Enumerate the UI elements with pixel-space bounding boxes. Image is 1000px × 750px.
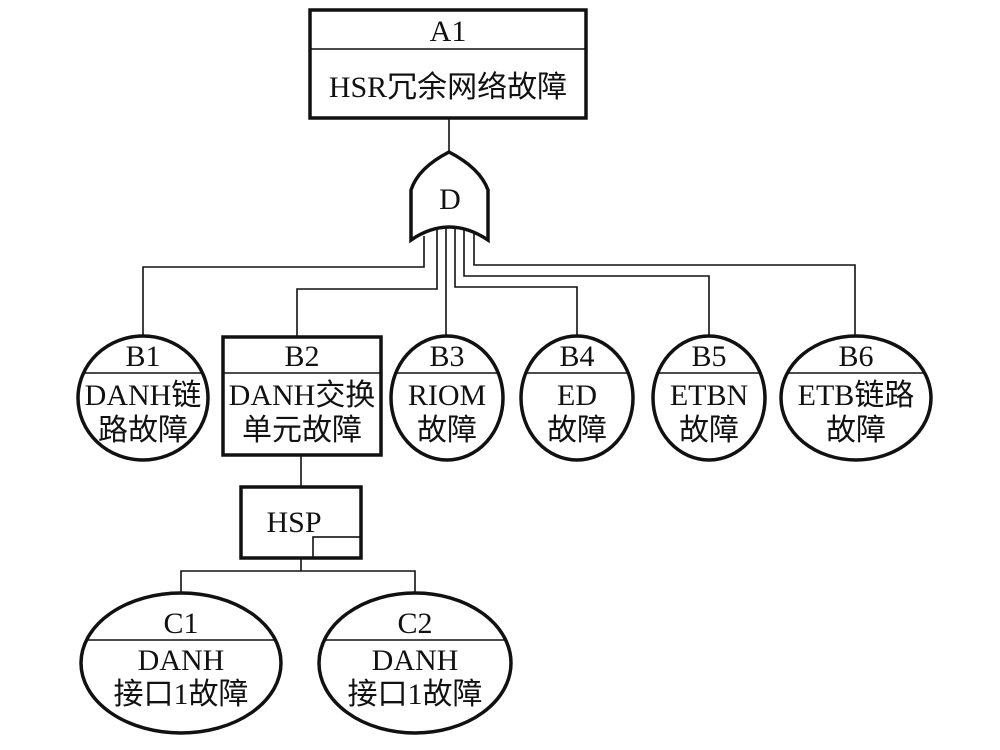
event-b6-id: B6 <box>838 340 873 373</box>
event-c2: C2 DANH 接口1故障 <box>317 591 513 735</box>
event-b3-circle <box>389 334 505 462</box>
connector-hsp-c1-c2 <box>180 570 416 595</box>
event-b5: B5 ETBN 故障 <box>651 334 767 462</box>
event-c2-line1: DANH <box>372 644 459 677</box>
event-b5-circle <box>651 334 767 462</box>
or-gate-label: D <box>439 183 461 216</box>
hsp-gate-box <box>239 485 363 560</box>
event-b4-line1: ED <box>557 379 597 412</box>
connector-gate-b6 <box>473 234 856 337</box>
connector-gate-b4 <box>454 228 578 337</box>
hsp-gate: HSP <box>239 485 363 560</box>
event-b2: B2 DANH交换 单元故障 <box>221 335 383 457</box>
event-b4-circle <box>519 334 635 462</box>
event-c1: C1 DANH 接口1故障 <box>79 591 283 735</box>
event-b3-line2: 故障 <box>417 414 477 447</box>
or-gate-shape <box>409 150 490 244</box>
or-gate-d: D <box>409 150 490 244</box>
event-c1-id: C1 <box>163 607 198 640</box>
event-b1-circle <box>76 334 210 462</box>
event-c2-id: C2 <box>397 607 432 640</box>
top-event-box <box>308 8 588 120</box>
event-c1-line2: 接口1故障 <box>114 678 249 711</box>
event-b4: B4 ED 故障 <box>519 334 635 462</box>
event-c2-ellipse <box>317 591 513 735</box>
hsp-gate-label: HSP <box>266 506 321 539</box>
event-b6-line2: 故障 <box>826 414 886 447</box>
gate-connectors <box>142 228 856 337</box>
connector-gate-b1 <box>142 236 425 337</box>
event-b4-id: B4 <box>559 340 594 373</box>
top-event-a1: A1 HSR冗余网络故障 <box>308 8 588 120</box>
event-b1-id: B1 <box>125 340 160 373</box>
top-event-label: HSR冗余网络故障 <box>329 71 567 104</box>
event-b6-circle <box>779 334 933 462</box>
event-c1-line1: DANH <box>138 644 225 677</box>
event-b1-line2: 路故障 <box>98 414 188 447</box>
event-b2-line2: 单元故障 <box>242 414 362 447</box>
top-event-id: A1 <box>430 15 467 48</box>
event-b2-id: B2 <box>284 340 319 373</box>
event-b5-line2: 故障 <box>679 414 739 447</box>
event-c2-line2: 接口1故障 <box>348 678 483 711</box>
connector-gate-b2 <box>296 230 438 337</box>
event-b5-id: B5 <box>691 340 726 373</box>
event-b3-line1: RIOM <box>408 379 486 412</box>
event-b4-line2: 故障 <box>547 414 607 447</box>
event-b1-line1: DANH链 <box>85 379 202 412</box>
event-b1: B1 DANH链 路故障 <box>76 334 210 462</box>
hsp-connectors <box>180 558 416 595</box>
event-c1-ellipse <box>79 591 283 735</box>
event-b3-id: B3 <box>429 340 464 373</box>
hsp-gate-corner-box <box>312 536 362 559</box>
event-b3: B3 RIOM 故障 <box>389 334 505 462</box>
event-b6-line1: ETB链路 <box>798 379 915 412</box>
event-b6: B6 ETB链路 故障 <box>779 334 933 462</box>
connector-gate-b5 <box>463 230 710 337</box>
event-b5-line1: ETBN <box>670 379 748 412</box>
event-b2-box <box>221 335 383 457</box>
event-b2-line1: DANH交换 <box>229 379 376 412</box>
